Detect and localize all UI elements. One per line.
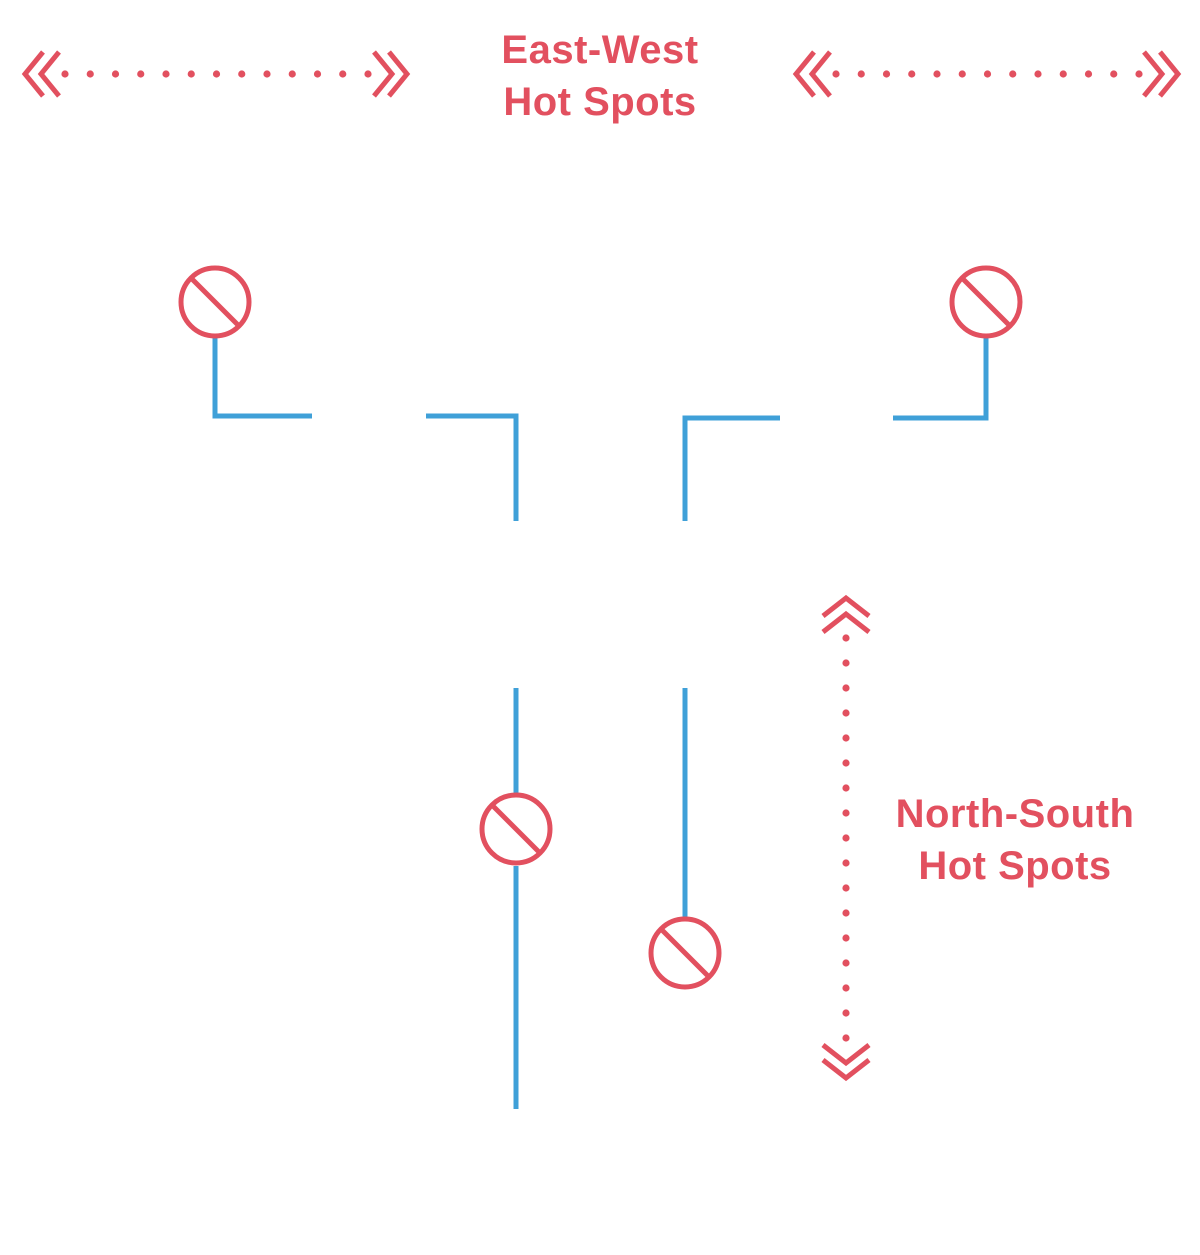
dot xyxy=(842,684,850,692)
dot xyxy=(842,659,850,667)
dot xyxy=(857,70,865,78)
double-chevron-left-icon xyxy=(792,50,816,98)
dot xyxy=(908,70,916,78)
north-south-arrow xyxy=(821,594,871,1082)
dot xyxy=(187,70,195,78)
no-entry-slash xyxy=(189,276,241,328)
dot xyxy=(842,909,850,917)
dot xyxy=(842,984,850,992)
double-chevron-down-icon xyxy=(821,1058,871,1082)
double-chevron-left-icon xyxy=(808,50,832,98)
east-west-arrow-right xyxy=(792,50,1182,98)
dot xyxy=(842,859,850,867)
dot xyxy=(842,784,850,792)
dot xyxy=(212,70,221,78)
dot xyxy=(1135,70,1143,78)
dotted-line xyxy=(842,634,850,1042)
east-west-label: East-West Hot Spots xyxy=(450,24,750,128)
no-entry-slash xyxy=(960,276,1012,328)
no-entry-slash xyxy=(490,803,542,855)
north-south-label-line1: North-South xyxy=(895,792,1135,836)
dot xyxy=(842,634,850,642)
corridor-walls xyxy=(212,338,989,1109)
dot xyxy=(842,934,850,942)
double-chevron-up-icon xyxy=(821,610,871,634)
wall-left-corner xyxy=(426,413,519,521)
dot xyxy=(842,759,850,767)
wall-right-connector xyxy=(893,338,989,421)
east-west-label-line1: East-West xyxy=(501,28,699,72)
hotspot-middle xyxy=(479,792,553,866)
north-south-label-line2: Hot Spots xyxy=(918,844,1112,888)
dot xyxy=(983,70,992,78)
dot xyxy=(1059,70,1067,78)
dot xyxy=(238,70,246,78)
double-chevron-right-icon xyxy=(372,50,396,98)
dot xyxy=(842,734,850,742)
double-chevron-left-icon xyxy=(37,50,61,98)
dotted-line xyxy=(61,70,372,78)
dot xyxy=(842,884,850,892)
hotspot-top-right xyxy=(949,265,1023,339)
double-chevron-right-icon xyxy=(387,50,411,98)
dot xyxy=(1009,70,1017,78)
dot xyxy=(111,70,120,78)
double-chevron-right-icon xyxy=(1158,50,1182,98)
dot xyxy=(61,70,69,78)
dot xyxy=(832,70,840,78)
dot xyxy=(842,1009,850,1017)
dot xyxy=(933,70,941,78)
dot xyxy=(1034,70,1042,78)
dot xyxy=(882,70,891,78)
wall-left-connector xyxy=(212,338,312,419)
wall-right-corner xyxy=(682,415,780,521)
east-west-label-line2: Hot Spots xyxy=(503,80,697,124)
dot xyxy=(842,809,850,817)
hotspot-bottom xyxy=(648,916,722,990)
no-entry-slash xyxy=(659,927,711,979)
dot xyxy=(364,70,372,78)
dot xyxy=(162,70,170,78)
hotspot-top-left xyxy=(178,265,252,339)
east-west-arrow-left xyxy=(21,50,411,98)
dot xyxy=(842,1034,850,1042)
dot xyxy=(137,70,145,78)
double-chevron-right-icon xyxy=(1142,50,1166,98)
double-chevron-left-icon xyxy=(21,50,45,98)
north-south-label: North-South Hot Spots xyxy=(860,788,1170,892)
double-chevron-up-icon xyxy=(821,594,871,618)
dot xyxy=(313,70,322,78)
dot xyxy=(86,70,94,78)
dot xyxy=(1084,70,1093,78)
dot xyxy=(339,70,347,78)
dotted-line xyxy=(832,70,1143,78)
dot xyxy=(842,834,850,842)
dot xyxy=(958,70,966,78)
dot xyxy=(288,70,296,78)
dot xyxy=(842,709,850,717)
dot xyxy=(842,959,850,967)
dot xyxy=(1110,70,1118,78)
double-chevron-down-icon xyxy=(821,1043,871,1067)
dot xyxy=(263,70,271,78)
